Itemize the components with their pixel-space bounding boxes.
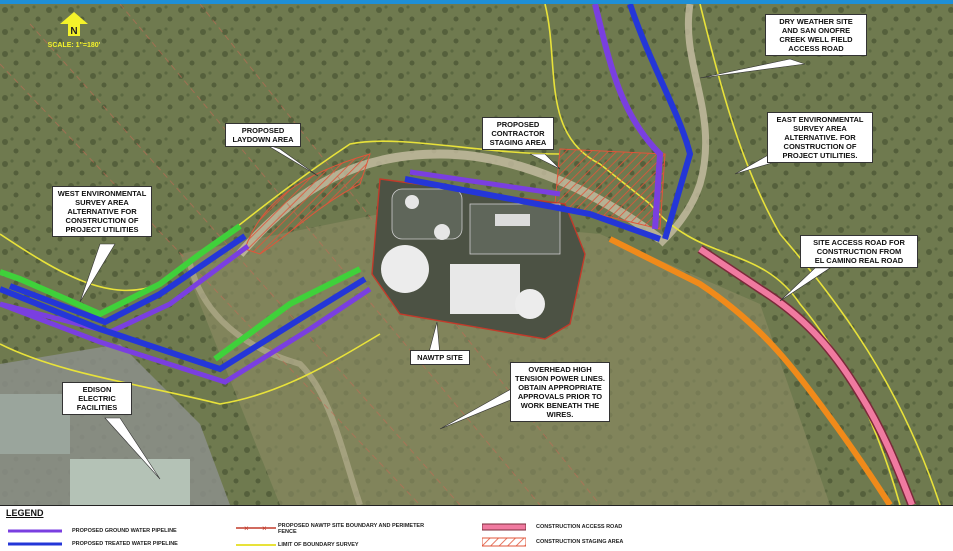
aerial-map bbox=[0, 4, 953, 505]
west-survey-boundary-lower bbox=[0, 333, 381, 405]
treated-water-pipeline-site bbox=[404, 176, 662, 242]
green-pipeline-upper bbox=[0, 223, 242, 318]
treated-water-pipeline-upper bbox=[8, 233, 247, 326]
nawtp-inner-pad bbox=[391, 188, 463, 240]
large-tank-west bbox=[381, 245, 429, 293]
process-unit bbox=[495, 214, 530, 226]
callout-east-environmental: EAST ENVIRONMENTAL SURVEY AREA ALTERNATI… bbox=[767, 112, 873, 163]
legend-swatch-survey-boundary bbox=[236, 544, 276, 546]
laydown-area bbox=[244, 153, 371, 255]
callout-contractor-staging: PROPOSED CONTRACTOR STAGING AREA bbox=[482, 117, 554, 150]
callout-site-access-road: SITE ACCESS ROAD FOR CONSTRUCTION FROM E… bbox=[800, 235, 918, 268]
svg-text:×: × bbox=[262, 524, 267, 532]
callout-overhead-power-lines: OVERHEAD HIGH TENSION POWER LINES. OBTAI… bbox=[510, 362, 610, 422]
legend-swatch-staging bbox=[482, 537, 526, 547]
site-access-road-fill bbox=[698, 246, 915, 505]
callout-laydown-area: PROPOSED LAYDOWN AREA bbox=[225, 123, 301, 147]
legend-swatch-access-road bbox=[482, 523, 526, 531]
large-tank-east bbox=[515, 289, 545, 319]
callout-dry-weather-site: DRY WEATHER SITE AND SAN ONOFRE CREEK WE… bbox=[765, 14, 867, 56]
orange-utility-route bbox=[608, 236, 893, 505]
legend-swatch-ground-water bbox=[8, 529, 62, 533]
treated-water-pipeline-north bbox=[627, 4, 694, 240]
legend-ground-water: PROPOSED GROUND WATER PIPELINE bbox=[72, 528, 177, 534]
callout-leaders bbox=[79, 58, 831, 480]
legend-treated-water: PROPOSED TREATED WATER PIPELINE bbox=[72, 541, 178, 547]
north-arrow-icon: N bbox=[60, 12, 88, 37]
ground-water-pipeline-site bbox=[409, 169, 561, 197]
callout-west-environmental: WEST ENVIRONMENTAL SURVEY AREA ALTERNATI… bbox=[52, 186, 152, 237]
east-survey-boundary-outer bbox=[699, 4, 941, 505]
north-arrow: N SCALE: 1"=180' bbox=[44, 12, 104, 49]
legend-access-road: CONSTRUCTION ACCESS ROAD bbox=[536, 524, 623, 530]
svg-text:×: × bbox=[244, 524, 249, 532]
open-field bbox=[180, 214, 830, 505]
top-border bbox=[0, 0, 953, 4]
legend-swatch-site-boundary: × × bbox=[236, 524, 276, 532]
treated-water-pipeline-lower bbox=[0, 276, 367, 373]
process-building bbox=[469, 203, 561, 255]
green-pipeline-lower bbox=[213, 266, 362, 362]
legend-swatch-treated-water bbox=[8, 542, 62, 546]
small-tank-2 bbox=[434, 224, 450, 240]
legend-title: LEGEND bbox=[6, 508, 44, 518]
ground-water-pipeline bbox=[592, 4, 664, 230]
legend-site-boundary: PROPOSED NAWTP SITE BOUNDARY AND PERIMET… bbox=[278, 523, 425, 535]
dirt-road-north bbox=[657, 4, 710, 247]
treatment-building bbox=[450, 264, 520, 314]
legend-survey-boundary: LIMIT OF BOUNDARY SURVEY bbox=[278, 542, 359, 548]
legend-staging-area: CONSTRUCTION STAGING AREA bbox=[536, 539, 624, 545]
legend: LEGEND PROPOSED GROUND WATER PIPELINE PR… bbox=[0, 505, 953, 551]
north-letter: N bbox=[70, 26, 77, 36]
edison-building-2 bbox=[0, 394, 70, 454]
small-tank-1 bbox=[405, 195, 419, 209]
ground-water-pipeline-lower bbox=[0, 286, 372, 385]
callout-edison-electric: EDISON ELECTRIC FACILITIES bbox=[62, 382, 132, 415]
scale-label: SCALE: 1"=180' bbox=[47, 42, 101, 49]
ground-water-pipeline-upper bbox=[0, 243, 250, 335]
edison-building bbox=[70, 459, 190, 505]
dirt-road-west bbox=[187, 263, 363, 505]
contractor-staging-area bbox=[554, 148, 666, 230]
callout-nawtp-site: NAWTP SITE bbox=[410, 350, 470, 365]
